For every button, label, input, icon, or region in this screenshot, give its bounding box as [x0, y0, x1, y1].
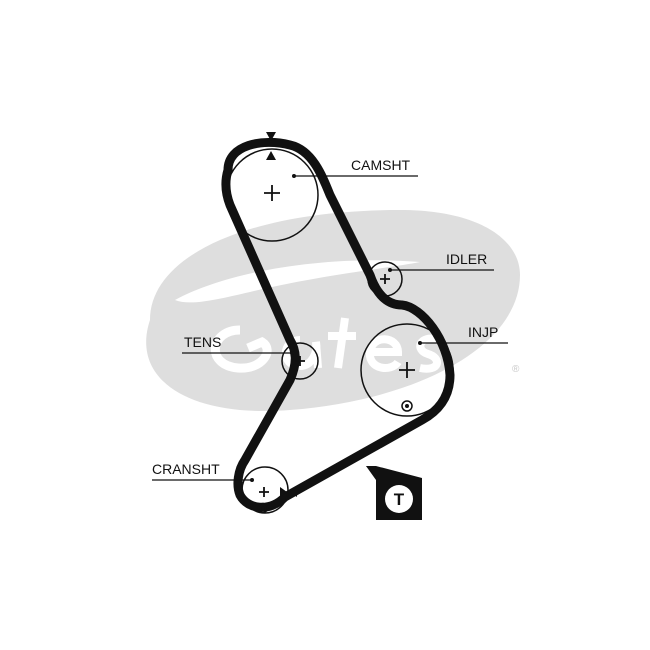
camshaft-label: CAMSHT: [351, 157, 411, 173]
crankshaft-pulley: [241, 466, 289, 514]
arrow-marks-icon: [280, 487, 297, 497]
watermark-registered-mark: ®: [512, 364, 520, 375]
dowel-pin-icon: [401, 400, 413, 412]
tensioner-center-icon: [295, 356, 305, 366]
tool-badge-circle: [385, 485, 413, 513]
tool-badge-pointer: [366, 466, 380, 480]
triangle-marks-icon: [266, 132, 276, 160]
idler-center-icon: [380, 274, 390, 284]
watermark-letter-e: [366, 335, 403, 372]
watermark-letter-s: [416, 334, 441, 373]
tensioner-pulley-outline: [281, 342, 319, 380]
idler-pulley-outline: [367, 261, 403, 297]
watermark-letter-t: [328, 317, 356, 369]
watermark-swoosh: [175, 260, 420, 303]
injection-pump-pulley-outline: [360, 323, 454, 417]
tensioner-label: TENS: [184, 334, 221, 350]
leader-lines: [152, 175, 508, 481]
tool-badge-letter: T: [394, 490, 405, 509]
tensioner-pulley: [281, 342, 319, 380]
camshaft-pulley: [225, 148, 319, 242]
camshaft-pulley-outline: [225, 148, 319, 242]
camshaft-center-icon: [264, 185, 280, 201]
watermark-ellipse: [146, 210, 520, 412]
crankshaft-label: CRANSHT: [152, 461, 220, 477]
injection-pump-center-icon: [399, 362, 415, 378]
dowel-pin-icon: [257, 502, 269, 514]
injection-pump-pulley: [360, 323, 454, 417]
crankshaft-center-icon: [259, 487, 269, 497]
injection-pump-label: INJP: [468, 324, 498, 340]
watermark-letter-g: [210, 325, 272, 373]
idler-label: IDLER: [446, 251, 487, 267]
idler-pulley: [367, 261, 403, 297]
leader-dots: [250, 174, 422, 482]
special-tool-badge: T: [366, 466, 422, 520]
gates-logo-watermark: ®: [146, 210, 520, 412]
crankshaft-pulley-outline: [241, 466, 289, 514]
